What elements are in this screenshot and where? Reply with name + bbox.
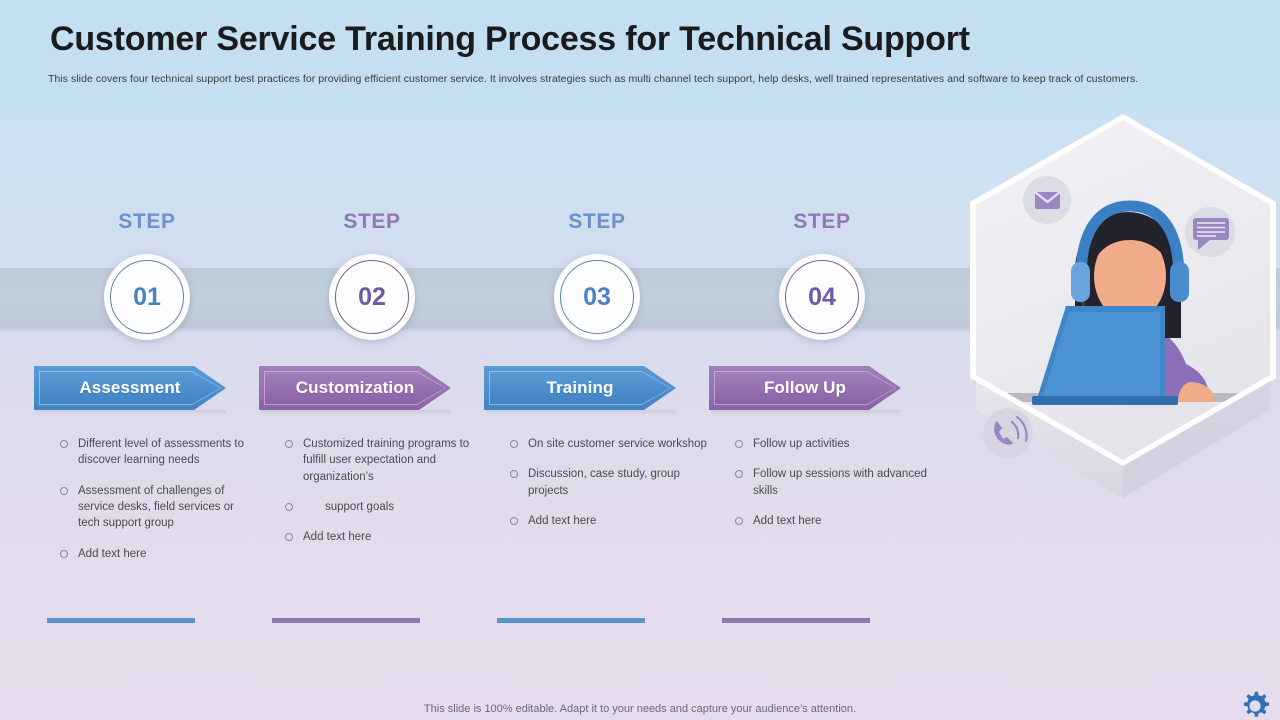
banner-outline-4 — [714, 371, 896, 405]
step-bullets-2: Customized training programs to fulfill … — [273, 436, 483, 560]
bullet-circle-icon — [60, 549, 68, 558]
list-item: On site customer service workshop — [498, 436, 708, 452]
banner-shadow-4 — [711, 410, 901, 415]
bullet-circle-icon — [510, 516, 518, 525]
envelope-badge — [1023, 176, 1071, 224]
step-word-2: STEP — [259, 210, 485, 234]
bullet-circle-icon — [735, 516, 743, 525]
hexagon-extrusion-right — [1123, 375, 1270, 498]
step-divider-2 — [272, 618, 420, 623]
list-item: Customized training programs to fulfill … — [273, 436, 483, 485]
agent-fringe — [1094, 218, 1168, 262]
bullet-text: Follow up activities — [753, 438, 850, 450]
envelope-flap — [1034, 191, 1061, 204]
step-banner-3[interactable]: Training — [484, 366, 676, 410]
banner-outline-3 — [489, 371, 671, 405]
step-circle-4[interactable]: 04 — [779, 254, 865, 340]
banner-outline-2 — [264, 371, 446, 405]
step-number-2: 02 — [335, 260, 409, 334]
bullet-text: Add text here — [753, 514, 822, 527]
step-banner-2[interactable]: Customization — [259, 366, 451, 410]
list-item: Follow up sessions with advanced skills — [723, 466, 933, 499]
step-word-1: STEP — [34, 210, 260, 234]
slide-header — [0, 0, 1280, 112]
list-item: Add text here — [48, 546, 258, 562]
agent-hand — [1178, 382, 1215, 402]
phone-waves — [1010, 415, 1028, 443]
page-title: Customer Service Training Process for Te… — [50, 20, 970, 58]
step-divider-3 — [497, 618, 645, 623]
step-label-2: Customization — [295, 378, 415, 397]
banner-outline-1 — [39, 371, 221, 405]
list-item: Different level of assessments to discov… — [48, 436, 258, 469]
bullet-text: Add text here — [78, 547, 147, 560]
list-item: Discussion, case study, group projects — [498, 466, 708, 499]
bullet-circle-icon — [60, 486, 68, 495]
agent-face — [1094, 231, 1166, 321]
bullet-text: Different level of assessments to discov… — [78, 438, 244, 467]
step-divider-4 — [722, 618, 870, 623]
bullet-text: support goals — [325, 500, 395, 513]
bullet-circle-icon — [735, 470, 743, 479]
bullet-text: Follow up sessions with advanced skills — [753, 468, 927, 497]
list-item: Assessment of challenges of service desk… — [48, 483, 258, 532]
laptop-base — [1032, 396, 1178, 405]
laptop-screen-inner — [1041, 312, 1160, 402]
step-label-3: Training — [546, 378, 614, 397]
bullet-text: Add text here — [303, 531, 372, 544]
banner-shadow-3 — [486, 410, 676, 415]
list-item: support goals — [273, 499, 483, 515]
bullet-circle-icon — [735, 440, 743, 448]
timeline-band-shadow — [0, 328, 1280, 332]
ringing-phone-icon — [994, 421, 1013, 445]
phone-badge — [983, 408, 1033, 458]
list-item: Follow up activities — [723, 436, 933, 452]
bullet-circle-icon — [60, 440, 68, 448]
banner-shadow-2 — [261, 410, 451, 415]
headset-earcup-left — [1071, 262, 1090, 302]
step-label-4: Follow Up — [763, 378, 847, 397]
bullet-circle-icon — [285, 502, 293, 511]
chat-bubble-tail — [1198, 238, 1210, 250]
support-agent-illustration — [970, 114, 1276, 498]
headset-band — [1075, 200, 1185, 284]
step-bullets-1: Different level of assessments to discov… — [48, 436, 258, 576]
gear-icon[interactable] — [1236, 688, 1274, 720]
step-number-4: 04 — [785, 260, 859, 334]
step-word-3: STEP — [484, 210, 710, 234]
bullet-circle-icon — [510, 440, 518, 448]
bullet-text: On site customer service workshop — [528, 438, 707, 450]
bullet-text: Discussion, case study, group projects — [528, 468, 680, 497]
step-banner-1[interactable]: Assessment — [34, 366, 226, 410]
step-divider-1 — [47, 618, 195, 623]
step-number-3: 03 — [560, 260, 634, 334]
step-word-4: STEP — [709, 210, 935, 234]
step-circle-1[interactable]: 01 — [104, 254, 190, 340]
footer-band — [0, 680, 1280, 720]
footer-note: This slide is 100% editable. Adapt it to… — [423, 703, 857, 715]
step-bullets-4: Follow up activities Follow up sessions … — [723, 436, 933, 543]
bullet-circle-icon — [285, 440, 293, 448]
list-item: Add text here — [498, 513, 708, 529]
bullet-text: Add text here — [528, 514, 597, 527]
step-circle-2[interactable]: 02 — [329, 254, 415, 340]
step-bullets-3: On site customer service workshop Discus… — [498, 436, 708, 543]
step-number-1: 01 — [110, 260, 184, 334]
bullet-text: Customized training programs to fulfill … — [303, 438, 470, 483]
list-item: Add text here — [723, 513, 933, 529]
bullet-text: Assessment of challenges of service desk… — [78, 484, 234, 530]
page-subtitle: This slide covers four technical support… — [48, 73, 1139, 85]
headset-earcup-right — [1170, 262, 1189, 302]
list-item: Add text here — [273, 529, 483, 545]
chat-badge — [1185, 207, 1235, 257]
bullet-circle-icon — [510, 470, 518, 479]
bullet-circle-icon — [285, 533, 293, 542]
step-circle-3[interactable]: 03 — [554, 254, 640, 340]
banner-shadow-1 — [36, 410, 226, 415]
chat-lines — [1197, 222, 1225, 237]
step-banner-4[interactable]: Follow Up — [709, 366, 901, 410]
step-label-1: Assessment — [79, 378, 181, 397]
